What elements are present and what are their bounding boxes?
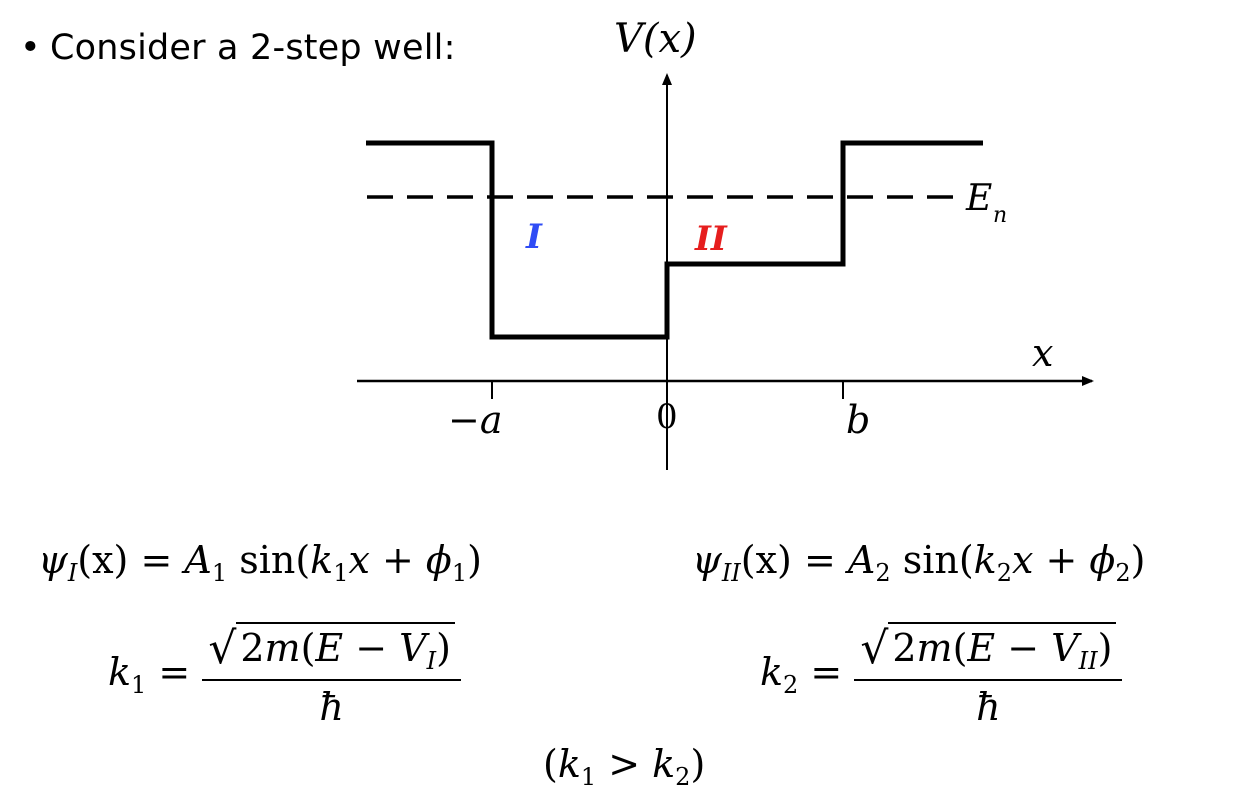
minus-sign: − xyxy=(995,626,1052,670)
phase-subscript: 1 xyxy=(451,559,468,587)
open-paren: ( xyxy=(543,742,558,786)
closing-paren: ) xyxy=(467,538,482,582)
fraction-numerator: √2m(E − VI) xyxy=(202,622,461,679)
x-axis-label: x xyxy=(1032,331,1053,375)
k1-equation: k1 = √2m(E − VI) ħ xyxy=(108,622,461,729)
k1-symbol: k xyxy=(557,742,581,786)
minus-sign: − xyxy=(343,626,400,670)
wavenumber-condition: (k1 > k2) xyxy=(543,742,705,791)
potential-symbol: V xyxy=(1051,626,1079,670)
phase-symbol: ϕ xyxy=(425,538,452,582)
fraction-denominator: ħ xyxy=(319,685,344,729)
wavenumber-symbol: k xyxy=(310,538,334,582)
energy-label: E xyxy=(965,178,992,219)
phase-symbol: ϕ xyxy=(1089,538,1116,582)
amplitude-symbol: A xyxy=(184,538,212,582)
radicand-coefficient: 2 xyxy=(240,626,265,670)
greater-than-sign: > xyxy=(596,742,653,786)
wavenumber-subscript: 2 xyxy=(996,559,1012,587)
radicand: 2m(E − VI) xyxy=(236,622,455,675)
energy-subscript: n xyxy=(993,203,1007,228)
fraction-bar xyxy=(202,679,461,681)
potential-subscript: I xyxy=(426,647,437,675)
psi-symbol: ψ xyxy=(38,538,68,582)
k1-fraction: √2m(E − VI) ħ xyxy=(202,622,461,729)
k2-equation: k2 = √2m(E − VII)ħ xyxy=(760,622,1123,729)
phase-subscript: 2 xyxy=(1115,559,1131,587)
psi-argument: (x) = xyxy=(77,538,185,582)
amplitude-subscript: 1 xyxy=(211,559,228,587)
fraction-denominator: ħ xyxy=(976,685,1001,729)
k-subscript: 2 xyxy=(783,671,799,699)
radical-sign: √ xyxy=(208,623,237,674)
mass-symbol: m xyxy=(916,626,953,670)
region-I-label: I xyxy=(525,217,543,257)
tick-label-neg-a: −a xyxy=(448,398,503,442)
radicand: 2m(E − VII) xyxy=(888,622,1117,675)
position-term: x + xyxy=(1011,538,1090,582)
close-paren: ) xyxy=(690,742,706,786)
k-subscript: 1 xyxy=(131,671,147,699)
closing-paren: ) xyxy=(1130,538,1146,582)
position-term: x + xyxy=(348,538,426,582)
bullet-heading: •Consider a 2-step well: xyxy=(20,28,456,68)
region-II-label: II xyxy=(694,219,728,259)
equals-sign: = xyxy=(146,650,203,694)
close-paren: ) xyxy=(1097,626,1113,670)
psi-II-equation: ψII(x) = A2 sin(k2x + ϕ2) xyxy=(692,538,1145,587)
fraction-numerator: √2m(E − VII) xyxy=(854,622,1122,679)
potential-well-diagram: V(x) x E n I II −a 0 b xyxy=(357,16,1094,470)
wavenumber-subscript: 1 xyxy=(333,559,349,587)
tick-label-b: b xyxy=(846,398,870,442)
potential-subscript: II xyxy=(1078,647,1098,675)
psi-argument: (x) = xyxy=(740,538,848,582)
bullet-text: Consider a 2-step well: xyxy=(50,28,456,68)
fraction-bar xyxy=(854,679,1123,681)
equals-sign: = xyxy=(798,650,855,694)
k-symbol: k xyxy=(760,650,784,694)
potential-symbol: V xyxy=(399,626,427,670)
y-axis-label: V(x) xyxy=(614,16,697,62)
radical-sign: √ xyxy=(860,623,889,674)
square-root: √2m(E − VI) xyxy=(208,622,455,675)
open-paren: ( xyxy=(300,626,316,670)
psi-subscript: II xyxy=(721,559,741,587)
k2-symbol: k xyxy=(652,742,676,786)
k-symbol: k xyxy=(108,650,132,694)
square-root: √2m(E − VII) xyxy=(860,622,1117,675)
open-paren: ( xyxy=(952,626,968,670)
mass-symbol: m xyxy=(264,626,301,670)
energy-symbol: E xyxy=(315,626,344,670)
psi-subscript: I xyxy=(67,559,78,587)
amplitude-symbol: A xyxy=(847,538,876,582)
bullet-marker: • xyxy=(20,28,41,68)
k2-fraction: √2m(E − VII) ħ xyxy=(854,622,1123,729)
psi-symbol: ψ xyxy=(692,538,722,582)
radicand-coefficient: 2 xyxy=(892,626,917,670)
sine-function: sin( xyxy=(890,538,974,582)
k1-subscript: 1 xyxy=(580,763,597,791)
potential-profile xyxy=(366,140,983,340)
wavenumber-symbol: k xyxy=(973,538,997,582)
sine-function: sin( xyxy=(227,538,311,582)
k2-subscript: 2 xyxy=(675,763,691,791)
close-paren: ) xyxy=(436,626,451,670)
amplitude-subscript: 2 xyxy=(875,559,891,587)
tick-label-zero: 0 xyxy=(656,397,678,437)
energy-symbol: E xyxy=(967,626,996,670)
psi-I-equation: ψI(x) = A1 sin(k1x + ϕ1) xyxy=(38,538,482,587)
